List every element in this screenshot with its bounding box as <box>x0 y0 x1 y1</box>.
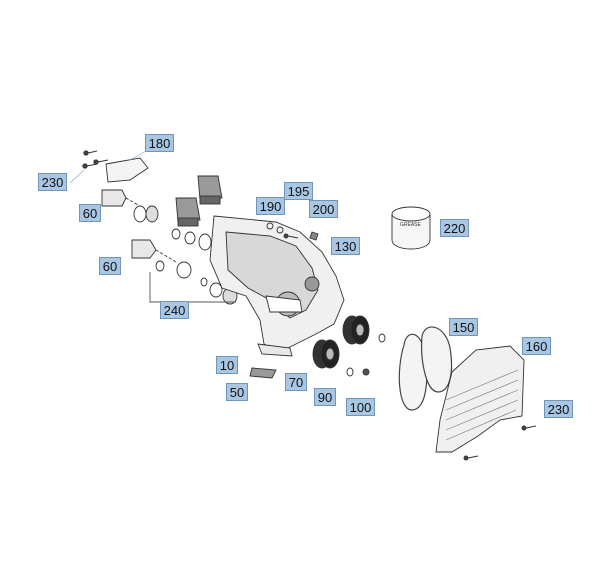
callout-60-top: 60 <box>79 204 101 222</box>
bracket-240 <box>149 272 236 303</box>
cover-plate-part <box>105 157 149 183</box>
shaft-part-top <box>101 189 159 223</box>
base-plate-part <box>257 343 293 357</box>
guard-ribs <box>445 369 519 441</box>
callout-130: 130 <box>331 237 360 255</box>
screw-part <box>82 150 109 169</box>
callout-180: 180 <box>145 134 174 152</box>
screw-part-right <box>463 425 537 461</box>
guard-part <box>435 345 525 453</box>
roller-part <box>312 315 370 369</box>
canister-label: GREASE <box>400 222 421 228</box>
callout-50: 50 <box>226 383 248 401</box>
callout-200: 200 <box>309 200 338 218</box>
ring-part <box>171 228 212 251</box>
callout-150: 150 <box>449 318 478 336</box>
callout-220: 220 <box>440 219 469 237</box>
callout-160: 160 <box>522 337 551 355</box>
callout-100: 100 <box>346 398 375 416</box>
callout-190: 190 <box>256 197 285 215</box>
grease-canister-part <box>391 206 431 250</box>
callout-90: 90 <box>314 388 336 406</box>
washer-part <box>346 333 386 377</box>
callout-10: 10 <box>216 356 238 374</box>
callout-230-right: 230 <box>544 400 573 418</box>
callout-240: 240 <box>160 301 189 319</box>
housing-part <box>209 215 345 353</box>
fastener-parts <box>266 222 319 241</box>
callout-230-left: 230 <box>38 173 67 191</box>
callout-60-mid: 60 <box>99 257 121 275</box>
callout-70: 70 <box>285 373 307 391</box>
belt-part <box>398 326 453 411</box>
callout-195: 195 <box>284 182 313 200</box>
gear-shaft-part <box>175 175 223 227</box>
pad-part <box>249 367 277 379</box>
